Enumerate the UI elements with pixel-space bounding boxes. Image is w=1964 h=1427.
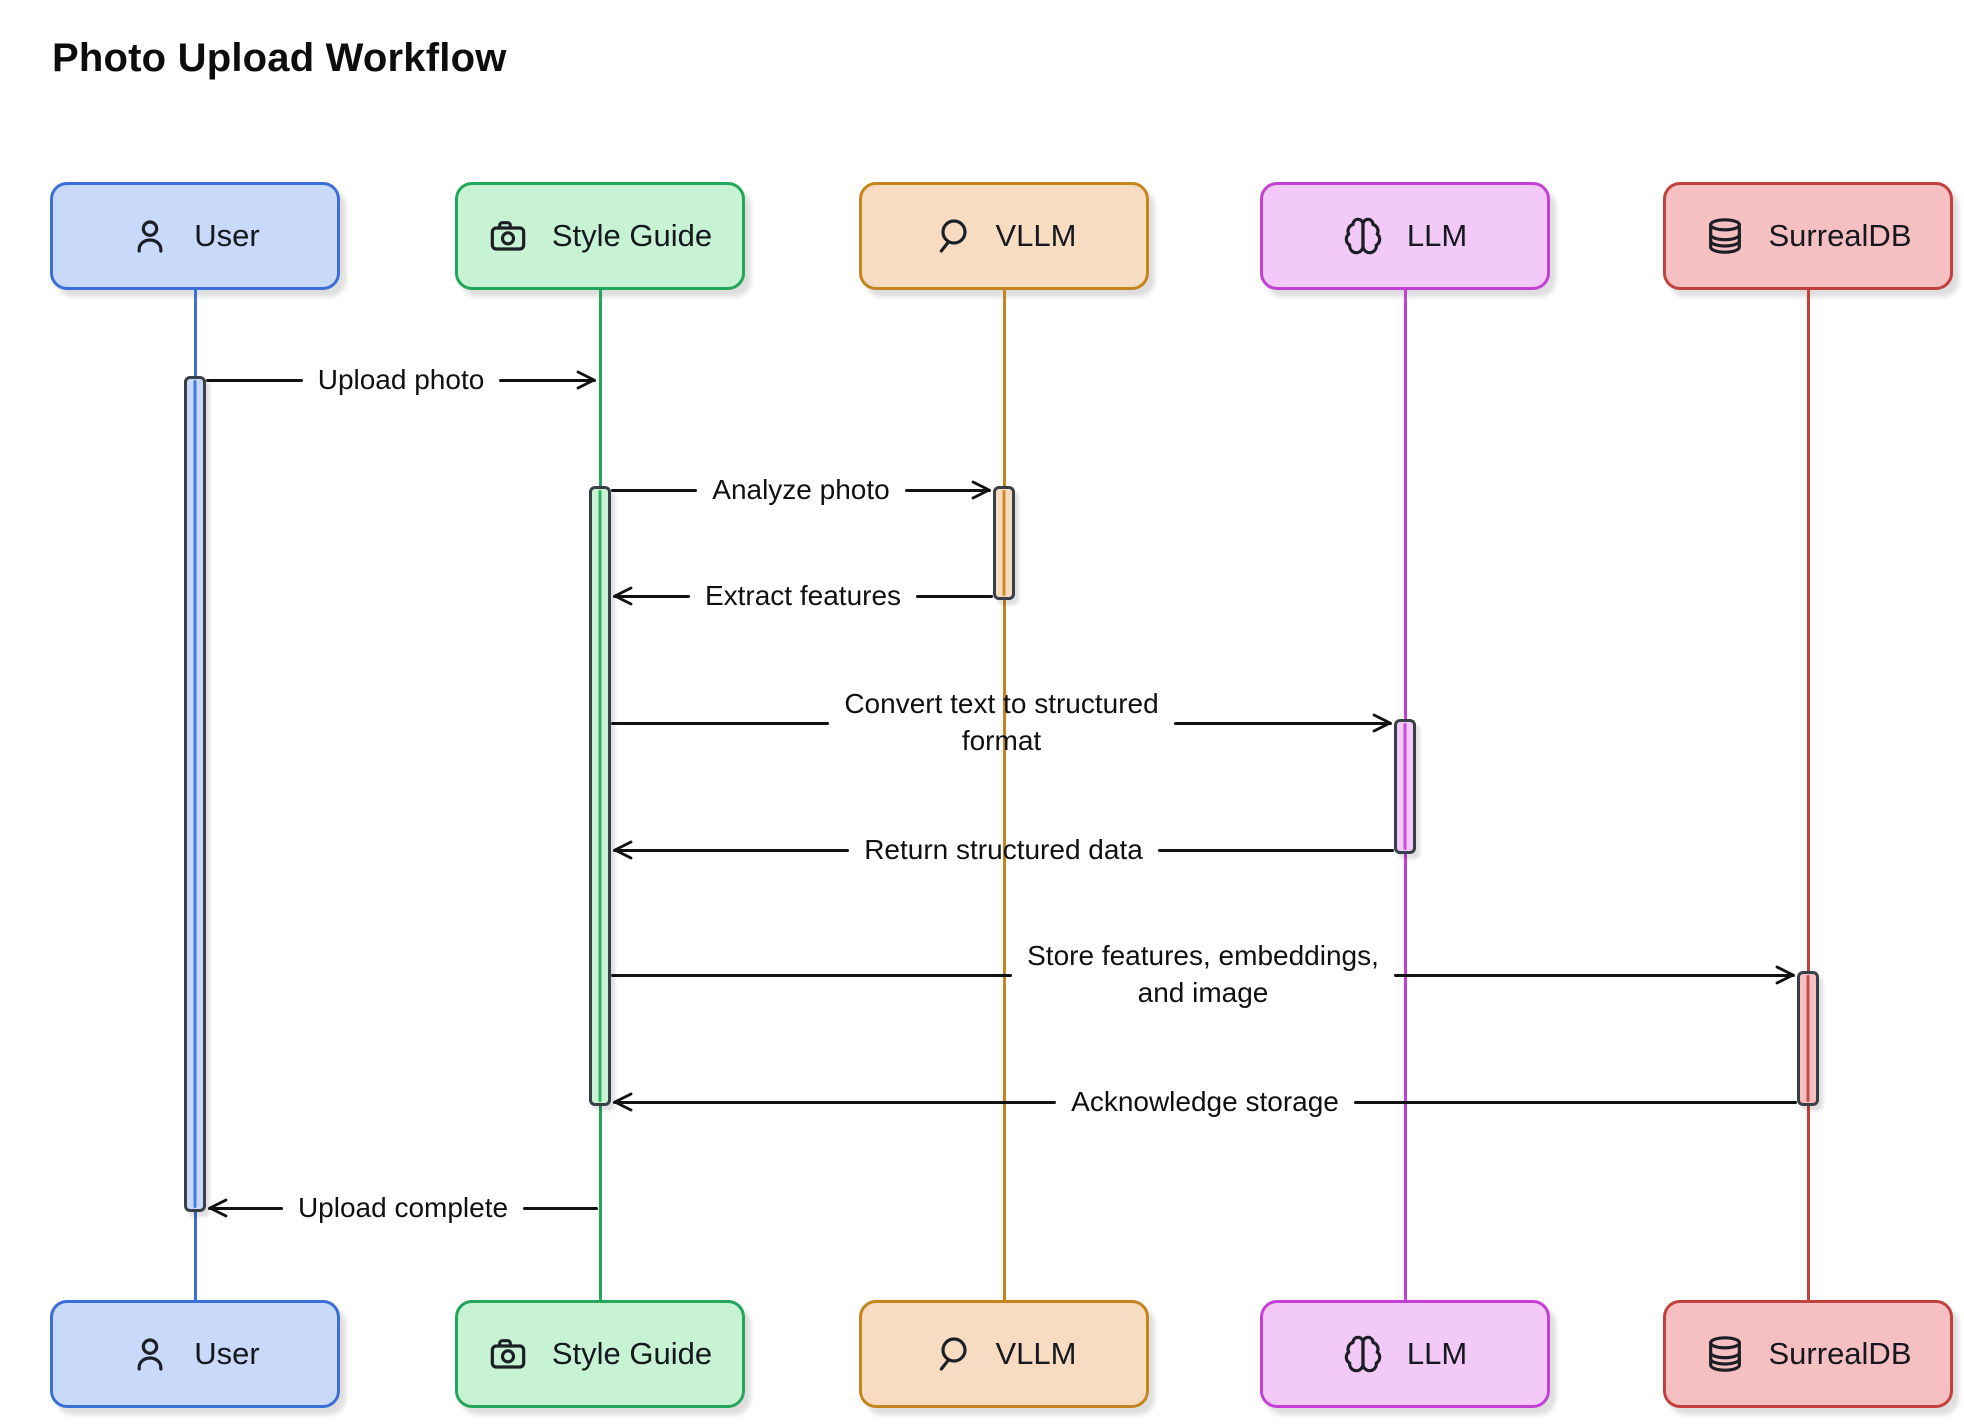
message-line [916,594,993,598]
arrowhead-right-icon [1372,713,1392,733]
message-line [613,594,690,598]
message-line [611,721,830,725]
message-label: Convert text to structured format [829,686,1173,760]
message-4-style_guide-to-llm: Convert text to structured format [611,683,1394,763]
message-line [1353,1100,1798,1104]
lifeline-surrealdb [1806,288,1810,1302]
activation-stripe [193,380,197,1208]
message-line [1157,848,1394,852]
actor-label: LLM [1406,218,1468,253]
actor-label: SurrealDB [1768,1336,1912,1371]
message-line [613,848,850,852]
search-icon [932,1334,972,1374]
activation-bar-vllm [993,486,1015,600]
message-3-vllm-to-style_guide: Extract features [611,556,993,636]
message-line [523,1206,598,1210]
actor-box-user-top: User [50,182,340,290]
message-label-line: Upload photo [317,363,485,395]
activation-stripe [1806,975,1810,1102]
person-icon [130,216,170,256]
actor-box-style_guide-top: Style Guide [455,182,745,290]
message-label: Upload photo [303,362,500,399]
arrowhead-right-icon [576,370,596,390]
actor-box-llm-bottom: LLM [1260,1300,1550,1408]
camera-icon [488,1334,528,1374]
actor-label: User [194,1336,260,1371]
message-line [613,1100,1057,1104]
actor-box-surrealdb-top: SurrealDB [1663,182,1953,290]
brain-icon [1343,216,1383,256]
actor-box-llm-top: LLM [1260,182,1550,290]
message-label-line: and image [1137,977,1269,1008]
actor-box-vllm-top: VLLM [859,182,1149,290]
message-line [1393,973,1796,977]
actor-box-surrealdb-bottom: SurrealDB [1663,1300,1953,1408]
actor-box-style_guide-bottom: Style Guide [455,1300,745,1408]
actor-label: LLM [1406,1336,1468,1371]
message-label: Acknowledge storage [1056,1084,1354,1121]
database-icon [1705,216,1745,256]
message-label-line: format [961,725,1042,756]
lifeline-vllm [1002,288,1006,1302]
message-label: Store features, embeddings, and image [1012,938,1394,1012]
activation-bar-style_guide [589,486,611,1106]
message-line [1173,721,1393,725]
page-title: Photo Upload Workflow [52,36,507,80]
arrowhead-right-icon [971,480,991,500]
actor-box-user-bottom: User [50,1300,340,1408]
actor-label: VLLM [995,218,1077,253]
brain-icon [1343,1334,1383,1374]
message-label-line: Convert text to structured [844,688,1159,720]
arrowhead-right-icon [1775,965,1795,985]
search-icon [932,216,972,256]
person-icon [130,1334,170,1374]
database-icon [1705,1334,1745,1374]
actor-label: Style Guide [551,218,713,253]
message-label-line: Extract features [704,579,902,611]
message-line [206,378,303,382]
message-label: Return structured data [849,832,1158,869]
message-label-line: Upload complete [297,1191,509,1223]
message-8-style_guide-to-user: Upload complete [206,1168,598,1248]
actor-label: User [194,218,260,253]
actor-label: SurrealDB [1768,218,1912,253]
actor-label: VLLM [995,1336,1077,1371]
message-5-llm-to-style_guide: Return structured data [611,810,1394,890]
message-label-line: Return structured data [864,833,1143,865]
message-label-line: Analyze photo [712,473,890,505]
message-label-line: Acknowledge storage [1071,1085,1339,1117]
message-1-user-to-style_guide: Upload photo [206,340,598,420]
camera-icon [488,216,528,256]
message-7-surrealdb-to-style_guide: Acknowledge storage [611,1062,1798,1142]
message-label: Upload complete [283,1190,523,1227]
activation-stripe [598,490,602,1102]
actor-label: Style Guide [551,1336,713,1371]
message-line [611,973,1013,977]
message-2-style_guide-to-vllm: Analyze photo [611,450,993,530]
activation-bar-llm [1394,719,1416,854]
message-6-style_guide-to-surrealdb: Store features, embeddings, and image [611,935,1797,1015]
message-label: Extract features [690,578,916,615]
message-label-line: Store features, embeddings, [1027,940,1379,972]
activation-bar-surrealdb [1797,971,1819,1106]
actor-box-vllm-bottom: VLLM [859,1300,1149,1408]
activation-stripe [1002,490,1006,596]
message-line [611,488,698,492]
message-line [499,378,597,382]
message-line [208,1206,283,1210]
message-label: Analyze photo [697,472,904,509]
message-line [904,488,991,492]
activation-bar-user [184,376,206,1212]
activation-stripe [1403,723,1407,850]
